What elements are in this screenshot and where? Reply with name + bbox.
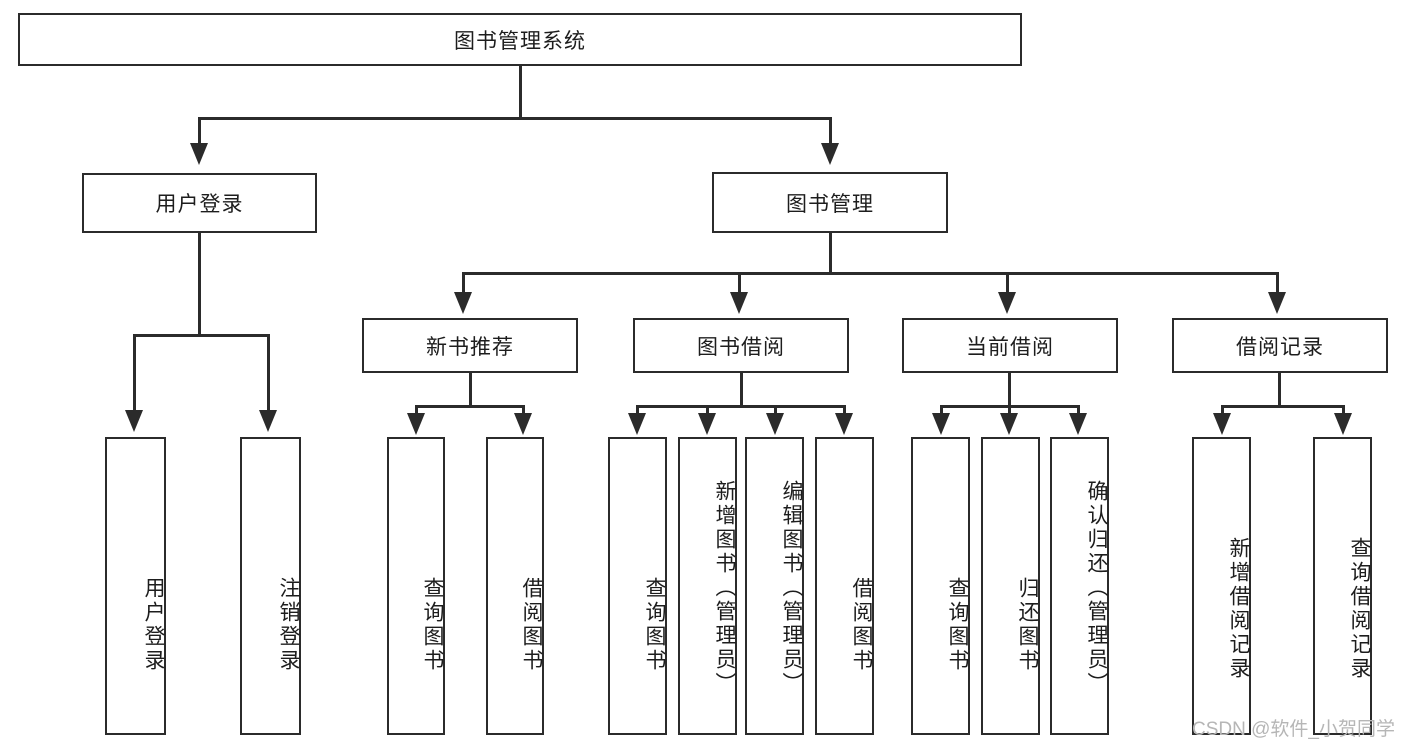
edge-nbr-bus: [415, 405, 525, 408]
edge-bm-drop-4: [1276, 272, 1279, 294]
edge-cb-stem: [1008, 373, 1011, 406]
edge-cb-drop-2: [1008, 405, 1011, 415]
leaf-bb-add-book-admin[interactable]: 新增图书（管理员）: [678, 437, 737, 735]
edge-root-stem: [519, 66, 522, 118]
arrow-to-leaf-bb-add-book: [698, 413, 716, 435]
arrow-to-book-borrow: [730, 292, 748, 314]
edge-nbr-drop-2: [522, 405, 525, 415]
leaf-cb-confirm-return-admin[interactable]: 确认归还（管理员）: [1050, 437, 1109, 735]
arrow-to-leaf-br-query-record: [1334, 413, 1352, 435]
edge-nbr-stem: [469, 373, 472, 406]
node-book-borrow[interactable]: 图书借阅: [633, 318, 849, 373]
leaf-user-login[interactable]: 用户登录: [105, 437, 166, 735]
edge-bm-drop-3: [1006, 272, 1009, 294]
edge-nbr-drop-1: [415, 405, 418, 415]
edge-book-management-bus: [462, 272, 1279, 275]
arrow-to-leaf-cb-query-book: [932, 413, 950, 435]
edge-bm-drop-1: [462, 272, 465, 294]
leaf-cb-return-book[interactable]: 归还图书: [981, 437, 1040, 735]
edge-user-login-stem: [198, 233, 201, 335]
arrow-to-leaf-cb-confirm-return: [1069, 413, 1087, 435]
arrow-to-leaf-br-add-record: [1213, 413, 1231, 435]
edge-bb-drop-3: [774, 405, 777, 415]
edge-bb-bus: [636, 405, 846, 408]
node-root-book-management-system[interactable]: 图书管理系统: [18, 13, 1022, 66]
edge-root-drop-right: [829, 117, 832, 145]
edge-bb-stem: [740, 373, 743, 406]
node-user-login[interactable]: 用户登录: [82, 173, 317, 233]
leaf-br-query-record[interactable]: 查询借阅记录: [1313, 437, 1372, 735]
arrow-to-borrow-record: [1268, 292, 1286, 314]
arrow-to-new-book-recommend: [454, 292, 472, 314]
arrow-to-leaf-logout: [259, 410, 277, 432]
edge-br-drop-1: [1221, 405, 1224, 415]
node-current-borrow[interactable]: 当前借阅: [902, 318, 1118, 373]
leaf-bb-borrow-book[interactable]: 借阅图书: [815, 437, 874, 735]
edge-br-stem: [1278, 373, 1281, 406]
leaf-br-add-record[interactable]: 新增借阅记录: [1192, 437, 1251, 735]
leaf-logout[interactable]: 注销登录: [240, 437, 301, 735]
edge-user-login-bus: [133, 334, 270, 337]
edge-bm-drop-2: [738, 272, 741, 294]
arrow-to-leaf-bb-query-book: [628, 413, 646, 435]
node-book-management[interactable]: 图书管理: [712, 172, 948, 233]
edge-bb-drop-2: [706, 405, 709, 415]
edge-br-bus: [1221, 405, 1345, 408]
leaf-cb-query-book[interactable]: 查询图书: [911, 437, 970, 735]
arrow-to-leaf-bb-edit-book: [766, 413, 784, 435]
arrow-to-leaf-cb-return-book: [1000, 413, 1018, 435]
leaf-nbr-query-book[interactable]: 查询图书: [387, 437, 445, 735]
edge-bb-drop-1: [636, 405, 639, 415]
edge-cb-drop-3: [1077, 405, 1080, 415]
edge-cb-drop-1: [940, 405, 943, 415]
arrow-to-book-management: [821, 143, 839, 165]
leaf-nbr-borrow-book[interactable]: 借阅图书: [486, 437, 544, 735]
arrow-to-current-borrow: [998, 292, 1016, 314]
edge-book-management-stem: [829, 233, 832, 273]
arrow-to-user-login: [190, 143, 208, 165]
node-borrow-record[interactable]: 借阅记录: [1172, 318, 1388, 373]
arrow-to-leaf-nbr-borrow-book: [514, 413, 532, 435]
edge-root-drop-left: [198, 117, 201, 145]
edge-root-bus: [198, 117, 832, 120]
arrow-to-leaf-bb-borrow-book: [835, 413, 853, 435]
arrow-to-leaf-nbr-query-book: [407, 413, 425, 435]
arrow-to-leaf-user-login: [125, 410, 143, 432]
edge-bb-drop-4: [843, 405, 846, 415]
leaf-bb-edit-book-admin[interactable]: 编辑图书（管理员）: [745, 437, 804, 735]
edge-br-drop-2: [1342, 405, 1345, 415]
node-new-book-recommend[interactable]: 新书推荐: [362, 318, 578, 373]
leaf-bb-query-book[interactable]: 查询图书: [608, 437, 667, 735]
watermark-credit: CSDN @软件_小贺同学: [1192, 719, 1395, 740]
edge-user-login-drop-1: [133, 334, 136, 412]
edge-user-login-drop-2: [267, 334, 270, 412]
